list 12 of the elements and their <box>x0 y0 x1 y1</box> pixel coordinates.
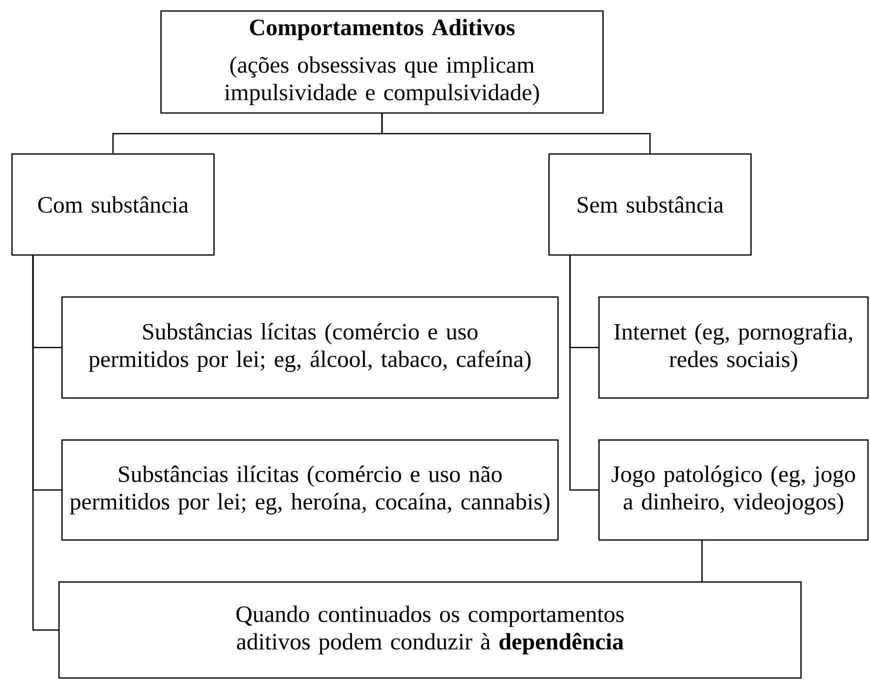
connector-line <box>381 114 651 154</box>
connector-line <box>32 255 59 631</box>
process-box: Comportamentos Aditivos (ações obsessivas que implicam impulsividade e compulsividade) <box>160 10 604 114</box>
connector-line <box>701 540 703 582</box>
process-box: Substâncias ilícitas (comércio e uso não permitidos por lei; eg, heroína, cocaína, cannabis) <box>61 439 559 541</box>
connector-line <box>569 255 599 491</box>
process-box: Sem substância <box>548 153 752 256</box>
process-box: Quando continuados os comportamentos aditivos podem conduzir à dependência <box>58 581 802 679</box>
process-box: Com substância <box>11 153 215 256</box>
process-box: Substâncias lícitas (comércio e uso permitidos por lei; eg, álcool, tabaco, cafeína) <box>61 296 559 399</box>
process-box: Internet (eg, pornografia, redes sociais) <box>598 296 869 399</box>
process-box: Jogo patológico (eg, jogo a dinheiro, videojogos) <box>598 439 869 541</box>
